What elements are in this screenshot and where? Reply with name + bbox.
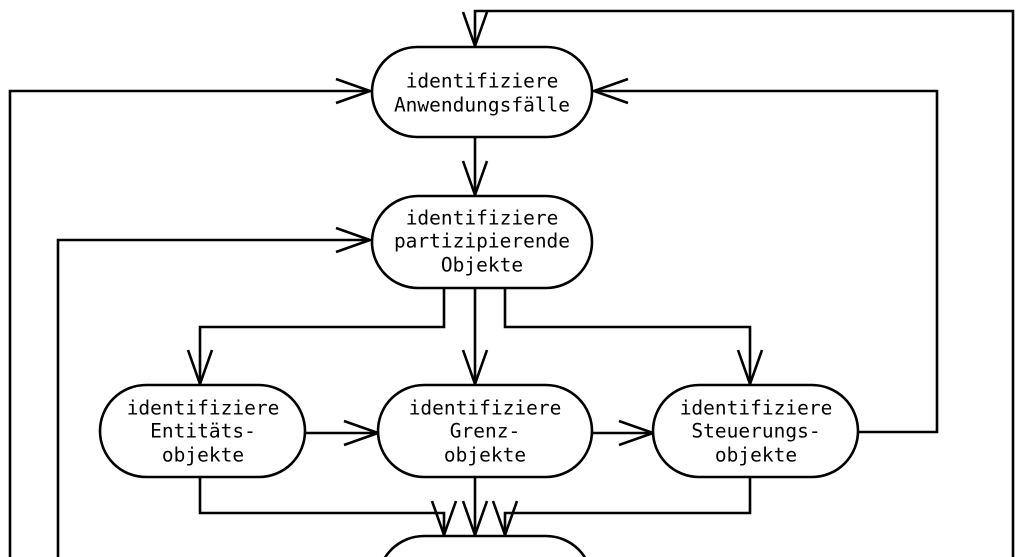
edge-grenz-to-bottom — [461, 477, 489, 539]
node-grenzobjekte[interactable]: identifiziere Grenz- objekte — [376, 383, 594, 479]
node-steuerungsobjekte[interactable]: identifiziere Steuerungs- objekte — [651, 383, 860, 479]
edge-left-return-into-partizipierende — [56, 226, 374, 557]
node-grenzobjekte-line-1: identifiziere — [409, 397, 562, 420]
node-anwendungsfaelle[interactable]: identifiziere Anwendungsfälle — [370, 45, 594, 139]
edge-entitaets-to-grenz — [305, 419, 382, 447]
node-partizipierende-objekte-line-1: identifiziere — [406, 207, 559, 230]
node-steuerungsobjekte-line-1: identifiziere — [680, 397, 833, 420]
node-partizipierende-objekte[interactable]: identifiziere partizipierende Objekte — [370, 194, 594, 290]
edge-left-return-into-anwendungsfaelle — [8, 77, 374, 557]
edge-steuerungs-to-bottom — [491, 477, 752, 539]
node-steuerungsobjekte-line-3: objekte — [715, 444, 797, 467]
node-partizipierende-objekte-line-2: partizipierende — [394, 230, 570, 253]
node-anwendungsfaelle-line-2: Anwendungsfälle — [394, 94, 570, 117]
node-entitaetsobjekte-line-2: Entitäts- — [150, 420, 256, 443]
edge-partizipierende-to-steuerungs — [503, 289, 764, 388]
node-partizipierende-objekte-line-3: Objekte — [441, 254, 523, 277]
node-grenzobjekte-line-3: objekte — [444, 444, 526, 467]
edge-entitaets-to-bottom — [198, 477, 458, 539]
node-entitaetsobjekte[interactable]: identifiziere Entitäts- objekte — [98, 383, 307, 479]
node-bottom-clipped[interactable] — [378, 534, 592, 557]
node-entitaetsobjekte-line-1: identifiziere — [127, 397, 280, 420]
edge-partizipierende-to-grenz — [461, 289, 489, 388]
edge-partizipierende-to-entitaets — [186, 289, 446, 388]
node-steuerungsobjekte-line-2: Steuerungs- — [691, 420, 820, 443]
node-entitaetsobjekte-line-3: objekte — [162, 444, 244, 467]
node-anwendungsfaelle-line-1: identifiziere — [406, 70, 559, 93]
edge-grenz-to-steuerungs — [592, 419, 657, 447]
edge-right-return-into-anwendungsfaelle — [590, 77, 939, 434]
node-grenzobjekte-line-2: Grenz- — [450, 420, 520, 443]
edge-anwendungsfaelle-to-partizipierende — [461, 137, 489, 199]
